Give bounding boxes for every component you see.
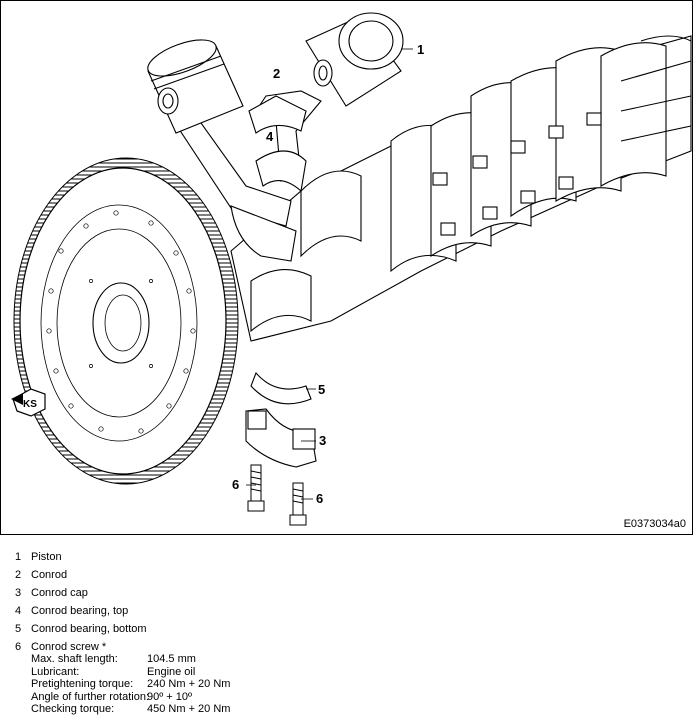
legend-label: Piston xyxy=(31,551,62,563)
exploded-view-figure: 1 2 4 5 3 6 6 KS E0373034a0 xyxy=(0,0,693,535)
callout-3: 3 xyxy=(319,433,327,448)
conrod-screws xyxy=(247,464,307,526)
callout-4: 4 xyxy=(266,129,274,144)
spec-row: Max. shaft length: 104.5 mm xyxy=(31,653,685,666)
spec-label: Lubricant: xyxy=(31,665,80,678)
legend-label: Conrod cap xyxy=(31,587,88,599)
spec-row: Angle of further rotation:90º + 10º xyxy=(31,691,685,704)
legend-number: 1 xyxy=(15,551,22,563)
spec-label: Max. shaft length: xyxy=(31,653,118,665)
callout-6-right: 6 xyxy=(316,491,324,506)
conrod-bearing-top xyxy=(248,95,307,193)
legend-number: 3 xyxy=(15,587,22,599)
callout-5: 5 xyxy=(318,382,326,397)
legend-item: 3 Conrod cap xyxy=(15,584,685,602)
legend-number: 6 xyxy=(15,641,22,653)
callout-2: 2 xyxy=(273,66,281,81)
legend-number: 2 xyxy=(15,569,22,581)
crankshaft xyxy=(230,35,692,342)
engine-assembly-drawing xyxy=(11,12,692,526)
legend-label: Conrod xyxy=(31,569,68,581)
direction-marker-label: KS xyxy=(23,399,37,410)
callout-6-left: 6 xyxy=(232,477,240,492)
spec-value: Engine oil xyxy=(147,665,196,678)
spec-row: Pretightening torque: 240 Nm + 20 Nm xyxy=(31,678,685,691)
spec-label: Angle of further rotation: xyxy=(31,690,150,703)
direction-arrow-icon xyxy=(11,388,46,417)
conrod-cap xyxy=(245,408,317,468)
piston-with-conrod xyxy=(147,39,297,262)
spec-value: 240 Nm + 20 Nm xyxy=(147,678,231,690)
legend-item: 5 Conrod bearing, bottom xyxy=(15,620,685,638)
spec-label: Checking torque: xyxy=(31,703,115,715)
spec-value: 450 Nm + 20 Nm xyxy=(147,703,231,715)
legend-item: 2 Conrod xyxy=(15,566,685,584)
callout-1: 1 xyxy=(417,42,425,57)
flywheel xyxy=(13,157,239,485)
figure-id: E0373034a0 xyxy=(623,518,686,530)
legend-label: Conrod bearing, top xyxy=(31,605,129,617)
legend-item: 4 Conrod bearing, top xyxy=(15,602,685,620)
legend-number: 5 xyxy=(15,623,22,635)
spec-value: 90º + 10º xyxy=(147,690,193,703)
callout-leaders xyxy=(246,48,413,500)
legend-item: 6 Conrod screw * xyxy=(15,638,685,656)
legend-item: 1 Piston xyxy=(15,548,685,566)
spec-row: Checking torque: 450 Nm + 20 Nm xyxy=(31,703,685,716)
spec-label: Pretightening torque: xyxy=(31,678,134,690)
legend-number: 4 xyxy=(15,605,22,617)
legend-label: Conrod screw * xyxy=(31,641,107,653)
conrod-screw-specs: Max. shaft length: 104.5 mm Lubricant: Eng… xyxy=(31,653,685,716)
conrod-bearing-bottom xyxy=(250,371,312,405)
legend-label: Conrod bearing, bottom xyxy=(31,623,147,635)
spec-value: 104.5 mm xyxy=(147,653,196,665)
spec-row: Lubricant: Engine oil xyxy=(31,666,685,679)
